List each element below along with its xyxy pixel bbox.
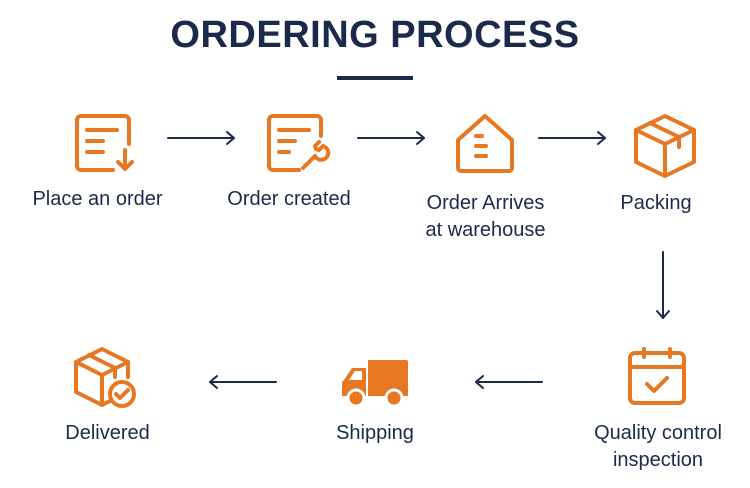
step-label-order-arrives: Order Arrives at warehouse	[425, 192, 546, 241]
step-label-delivered: Delivered	[65, 422, 150, 444]
step-label-packing: Packing	[620, 192, 692, 214]
page-title: ORDERING PROCESS	[170, 14, 580, 56]
step-label-place-order: Place an order	[32, 188, 163, 210]
box-checkmark-icon	[74, 347, 136, 408]
flow-arrow-left	[475, 375, 543, 389]
warehouse-icon	[456, 114, 514, 173]
step-label-quality-control: Quality control inspection	[594, 422, 722, 471]
delivery-truck-icon	[342, 360, 408, 408]
flow-arrow-right	[357, 131, 425, 145]
flow-arrow-right	[167, 131, 235, 145]
title-underline	[337, 76, 413, 80]
step-label-order-created: Order created	[227, 188, 351, 210]
document-download-icon	[75, 114, 134, 172]
flow-arrow-down	[656, 251, 670, 319]
calendar-check-icon	[628, 347, 686, 405]
step-label-shipping: Shipping	[336, 422, 414, 444]
document-wrench-icon	[267, 114, 331, 172]
package-box-icon	[634, 114, 696, 178]
flow-arrow-right	[538, 131, 606, 145]
flow-arrow-left	[209, 375, 277, 389]
